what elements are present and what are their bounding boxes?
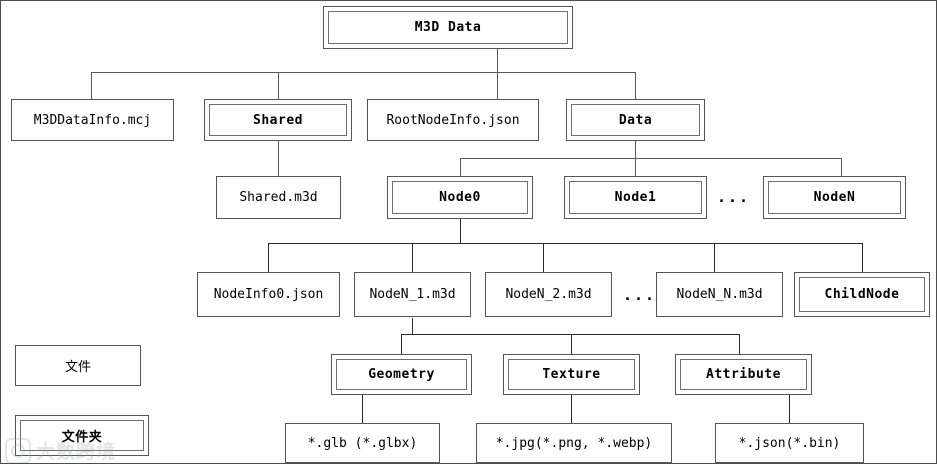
node-nodeinfo0-json-label: NodeInfo0.json — [213, 287, 324, 302]
connector-drop-m3ddatainfo — [91, 72, 92, 99]
node-attribute-inner: Attribute — [680, 359, 807, 390]
node-m3d-data-inner: M3D Data — [328, 11, 568, 44]
node-shared-m3d-label: Shared.m3d — [239, 190, 318, 205]
connector-drop-node1 — [635, 158, 636, 176]
node-geometry-label: Geometry — [368, 367, 435, 382]
node-noden-n-m3d[interactable]: NodeN_N.m3d — [656, 272, 783, 317]
node-node0[interactable]: Node0 — [387, 176, 533, 219]
node-data-label: Data — [618, 112, 653, 128]
connector-drop-childnode — [862, 243, 863, 272]
node-m3ddatainfo-mcj-label: M3DDataInfo.mcj — [33, 112, 152, 128]
node-glb-files[interactable]: *.glb (*.glbx) — [285, 423, 440, 463]
node-data[interactable]: Data — [566, 99, 705, 141]
node-childnode-label: ChildNode — [824, 287, 900, 302]
node-noden-inner: NodeN — [768, 181, 901, 214]
node-shared[interactable]: Shared — [204, 99, 352, 141]
node-noden[interactable]: NodeN — [763, 176, 906, 219]
connector-drop-data — [635, 72, 636, 99]
node-noden-n-m3d-label: NodeN_N.m3d — [676, 287, 763, 302]
node-noden-1-m3d-label: NodeN_1.m3d — [369, 287, 456, 302]
connector-drop-node0 — [460, 158, 461, 176]
connector-drop-nodenn — [714, 243, 715, 272]
connector-node0-down — [460, 219, 461, 244]
connector-bus-level2 — [91, 72, 636, 73]
node-attribute[interactable]: Attribute — [675, 354, 812, 395]
node-noden-2-m3d-label: NodeN_2.m3d — [505, 287, 592, 302]
node-jpg-files-label: *.jpg(*.png, *.webp) — [495, 435, 653, 451]
connector-drop-attribute — [739, 334, 740, 354]
node-texture-label: Texture — [542, 367, 601, 382]
node-texture[interactable]: Texture — [503, 354, 640, 395]
connector-drop-texture — [571, 334, 572, 354]
node-texture-inner: Texture — [508, 359, 635, 390]
node-childnode[interactable]: ChildNode — [794, 272, 930, 317]
node-node1-label: Node1 — [614, 190, 657, 205]
connector-drop-noden2 — [543, 243, 544, 272]
ellipsis-level4: ... — [623, 286, 657, 304]
connector-attribute-to-json — [789, 395, 790, 423]
connector-data-down — [635, 141, 636, 159]
connector-shared-to-sharedm3d — [278, 141, 279, 176]
node-shared-m3d[interactable]: Shared.m3d — [216, 176, 341, 219]
node-geometry-inner: Geometry — [336, 359, 467, 390]
ellipsis-level3: ... — [717, 188, 751, 206]
connector-drop-noden — [841, 158, 842, 176]
node-attribute-label: Attribute — [706, 367, 781, 382]
legend-file-box: 文件 — [15, 345, 141, 386]
connector-geometry-to-glb — [362, 395, 363, 423]
connector-drop-shared — [278, 72, 279, 99]
node-json-files[interactable]: *.json(*.bin) — [715, 423, 864, 463]
node-jpg-files[interactable]: *.jpg(*.png, *.webp) — [476, 423, 672, 463]
node-m3d-data[interactable]: M3D Data — [323, 6, 573, 49]
legend-folder-box: 文件夹 — [15, 415, 149, 456]
connector-drop-geometry — [401, 334, 402, 354]
node-node0-label: Node0 — [439, 190, 481, 205]
node-glb-files-label: *.glb (*.glbx) — [307, 435, 418, 451]
connector-drop-nodeinfo0 — [268, 243, 269, 272]
node-node0-inner: Node0 — [392, 181, 528, 214]
node-shared-inner: Shared — [209, 104, 347, 136]
connector-drop-noden1 — [412, 243, 413, 272]
node-m3d-data-label: M3D Data — [414, 20, 482, 35]
node-json-files-label: *.json(*.bin) — [738, 435, 841, 451]
connector-drop-rootnodeinfo — [497, 72, 498, 99]
node-shared-label: Shared — [253, 112, 303, 128]
legend-folder-inner: 文件夹 — [20, 420, 144, 451]
node-noden-2-m3d[interactable]: NodeN_2.m3d — [485, 272, 612, 317]
legend-folder-label: 文件夹 — [61, 430, 103, 445]
node-geometry[interactable]: Geometry — [331, 354, 472, 395]
connector-noden1-down — [412, 318, 413, 335]
node-nodeinfo0-json[interactable]: NodeInfo0.json — [197, 272, 340, 317]
node-noden-label: NodeN — [813, 190, 856, 205]
connector-root-down — [497, 49, 498, 73]
node-rootnodeinfo-json[interactable]: RootNodeInfo.json — [367, 99, 539, 141]
connector-bus-level4 — [268, 243, 862, 244]
node-m3ddatainfo-mcj[interactable]: M3DDataInfo.mcj — [11, 99, 174, 141]
node-childnode-inner: ChildNode — [799, 277, 925, 312]
node-node1-inner: Node1 — [569, 181, 702, 214]
node-noden-1-m3d[interactable]: NodeN_1.m3d — [354, 272, 471, 317]
node-rootnodeinfo-json-label: RootNodeInfo.json — [386, 112, 520, 128]
connector-bus-level3 — [460, 158, 842, 159]
node-node1[interactable]: Node1 — [564, 176, 707, 219]
connector-bus-level5 — [401, 334, 739, 335]
legend-file-label: 文件 — [64, 360, 91, 375]
connector-texture-to-jpg — [571, 395, 572, 423]
node-data-inner: Data — [571, 104, 700, 136]
